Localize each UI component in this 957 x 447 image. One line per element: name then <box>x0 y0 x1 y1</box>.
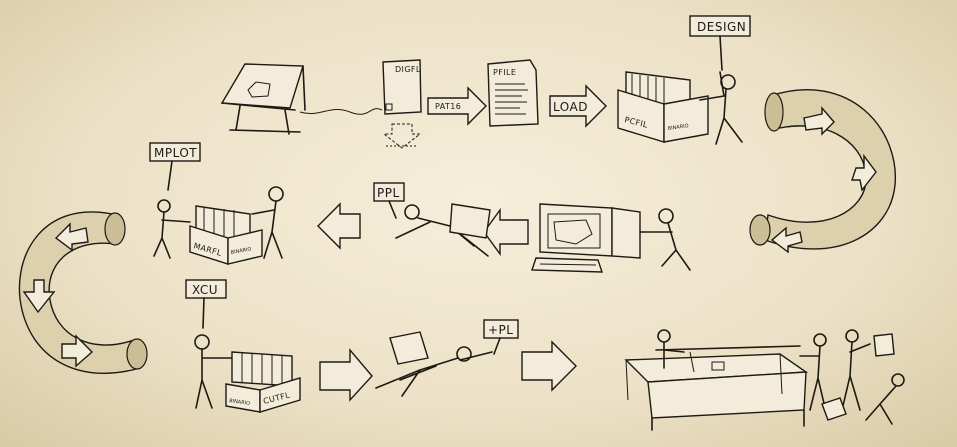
cutting-table <box>624 345 809 431</box>
tube-arrow-1 <box>803 106 835 136</box>
marfl-box: MARFL BINARIO <box>189 205 263 265</box>
bottom-arrow-1 <box>319 348 373 402</box>
right-tube <box>749 89 896 254</box>
left-tube <box>18 211 148 374</box>
dashed-down-arrow <box>382 123 422 149</box>
left-tube-arrow-2 <box>22 279 56 314</box>
cutfl-binario-label: BINARIO <box>229 398 251 407</box>
mplot-figure-right <box>251 186 284 259</box>
design-sign-label: DESIGN <box>697 20 746 34</box>
mplot-sign-label: MPLOT <box>154 146 197 160</box>
pluspl-sign-label: +PL <box>488 323 513 337</box>
designer-figure <box>699 71 743 145</box>
operator-figure-mid <box>639 208 691 271</box>
left-tube-arrow-1 <box>54 222 89 252</box>
pfile-label: PFILE <box>493 68 516 77</box>
tube-arrow-2 <box>851 153 877 192</box>
computer-terminal <box>531 203 641 273</box>
digfl-file: DIGFL <box>382 59 422 115</box>
digitizer-cable <box>299 108 383 115</box>
digfl-label: DIGFL <box>395 65 421 74</box>
bottom-arrow-2 <box>521 340 577 392</box>
cutfl-box: BINARIO CUTFL <box>225 351 301 413</box>
pcfil-box: PCFIL BINARIO <box>617 71 709 143</box>
pat16-label: PAT16 <box>435 102 461 111</box>
xcu-figure <box>194 334 233 409</box>
marfl-binario-label: BINARIO <box>230 246 252 256</box>
mplot-sign: MPLOT <box>149 142 201 191</box>
mplot-figure-left <box>153 199 191 259</box>
xcu-sign-label: XCU <box>192 283 218 297</box>
left-tube-arrow-3 <box>61 334 94 368</box>
pluspl-runner-figure <box>375 331 493 397</box>
mid-arrow-right <box>483 207 529 257</box>
ppl-runner-figure <box>395 203 491 257</box>
ppl-sign: PPL <box>373 182 405 219</box>
design-sign: DESIGN <box>689 15 751 71</box>
pluspl-sign: +PL <box>483 319 519 355</box>
mid-arrow-left <box>317 202 361 250</box>
digitizer-table <box>220 63 306 135</box>
load-arrow: LOAD <box>549 84 607 128</box>
tube-arrow-3 <box>770 226 803 254</box>
pfile-document: PFILE <box>487 59 539 127</box>
ppl-sign-label: PPL <box>377 186 400 200</box>
xcu-sign: XCU <box>185 279 227 329</box>
pat16-arrow: PAT16 <box>427 86 487 126</box>
cutting-figures <box>657 329 905 425</box>
pcfil-binario-label: BINARIO <box>667 123 689 132</box>
load-label: LOAD <box>553 100 588 114</box>
